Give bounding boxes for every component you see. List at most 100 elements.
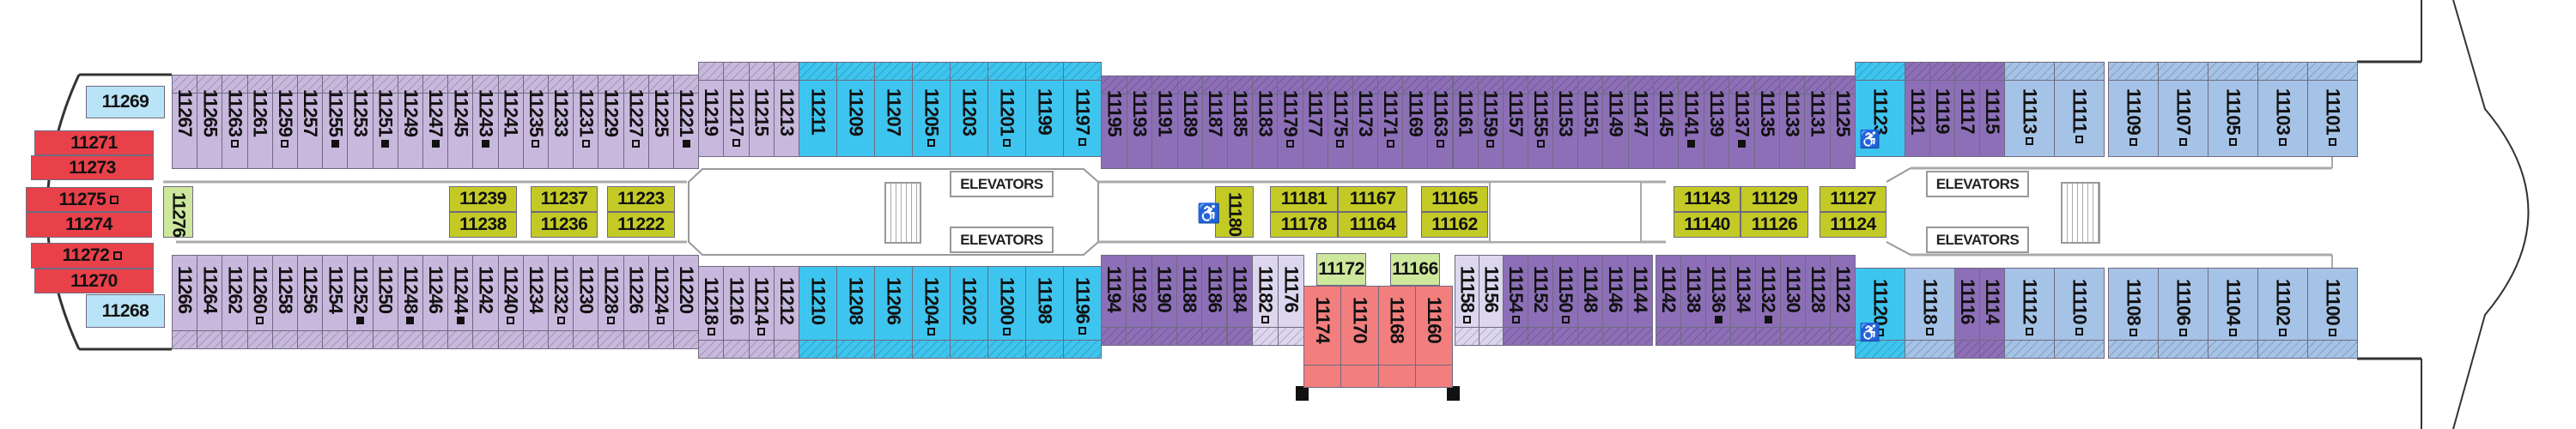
cabin-11179[interactable]: 11179	[1277, 76, 1303, 169]
cabin-11116[interactable]: 11116	[1954, 268, 1980, 359]
cabin-11268[interactable]: 11268	[86, 294, 165, 328]
cabin-11205[interactable]: 11205	[912, 62, 951, 157]
cabin-11208[interactable]: 11208	[836, 266, 875, 359]
cabin-11254[interactable]: 11254	[322, 255, 349, 349]
cabin-11222[interactable]: 11222	[607, 212, 675, 238]
cabin-11196[interactable]: 11196	[1063, 266, 1102, 359]
cabin-11161[interactable]: 11161	[1452, 76, 1479, 169]
cabin-11185[interactable]: 11185	[1227, 76, 1254, 169]
cabin-11188[interactable]: 11188	[1176, 255, 1203, 346]
cabin-11193[interactable]: 11193	[1126, 76, 1152, 169]
cabin-11241[interactable]: 11241	[497, 75, 524, 169]
cabin-11263[interactable]: 11263	[222, 75, 248, 169]
cabin-11141[interactable]: 11141	[1678, 76, 1704, 169]
cabin-11224[interactable]: 11224	[647, 255, 674, 349]
cabin-11120[interactable]: 11120♿	[1855, 268, 1905, 359]
cabin-11149[interactable]: 11149	[1602, 76, 1629, 169]
cabin-11252[interactable]: 11252	[347, 255, 374, 349]
cabin-11115[interactable]: 11115	[1979, 62, 2005, 157]
cabin-11259[interactable]: 11259	[271, 75, 298, 169]
cabin-11140[interactable]: 11140	[1674, 212, 1741, 238]
cabin-11223[interactable]: 11223	[607, 186, 675, 212]
cabin-11218[interactable]: 11218	[698, 266, 725, 359]
cabin-11124[interactable]: 11124	[1820, 212, 1886, 238]
cabin-11198[interactable]: 11198	[1025, 266, 1064, 359]
cabin-11213[interactable]: 11213	[773, 62, 800, 157]
cabin-11189[interactable]: 11189	[1176, 76, 1203, 169]
cabin-11215[interactable]: 11215	[748, 62, 775, 157]
cabin-11194[interactable]: 11194	[1101, 255, 1127, 346]
cabin-11112[interactable]: 11112	[2004, 268, 2055, 359]
cabin-11203[interactable]: 11203	[950, 62, 988, 157]
cabin-11230[interactable]: 11230	[573, 255, 599, 349]
cabin-11226[interactable]: 11226	[623, 255, 649, 349]
cabin-11106[interactable]: 11106	[2158, 268, 2208, 359]
cabin-11132[interactable]: 11132	[1755, 255, 1781, 346]
cabin-11119[interactable]: 11119	[1929, 62, 1955, 157]
cabin-11169[interactable]: 11169	[1402, 76, 1429, 169]
cabin-11220[interactable]: 11220	[673, 255, 700, 349]
cabin-11143[interactable]: 11143	[1674, 186, 1741, 212]
cabin-11177[interactable]: 11177	[1302, 76, 1328, 169]
cabin-11217[interactable]: 11217	[723, 62, 750, 157]
cabin-11233[interactable]: 11233	[548, 75, 574, 169]
cabin-11269[interactable]: 11269	[86, 86, 165, 118]
cabin-11102[interactable]: 11102	[2257, 268, 2308, 359]
cabin-11229[interactable]: 11229	[598, 75, 624, 169]
cabin-11248[interactable]: 11248	[397, 255, 423, 349]
cabin-11136[interactable]: 11136	[1705, 255, 1731, 346]
cabin-11245[interactable]: 11245	[447, 75, 474, 169]
cabin-11199[interactable]: 11199	[1025, 62, 1064, 157]
cabin-11274[interactable]: 11274	[26, 212, 152, 238]
cabin-11266[interactable]: 11266	[172, 255, 198, 349]
cabin-11180[interactable]: 11180	[1215, 186, 1254, 238]
cabin-11171[interactable]: 11171	[1377, 76, 1404, 169]
cabin-11108[interactable]: 11108	[2108, 268, 2159, 359]
cabin-11114[interactable]: 11114	[1979, 268, 2005, 359]
cabin-11144[interactable]: 11144	[1627, 255, 1653, 346]
cabin-11264[interactable]: 11264	[197, 255, 223, 349]
cabin-11247[interactable]: 11247	[422, 75, 449, 169]
cabin-11176[interactable]: 11176	[1278, 255, 1304, 346]
cabin-11235[interactable]: 11235	[522, 75, 549, 169]
cabin-11164[interactable]: 11164	[1338, 212, 1407, 238]
cabin-11163[interactable]: 11163	[1427, 76, 1454, 169]
cabin-11221[interactable]: 11221	[673, 75, 700, 169]
cabin-11154[interactable]: 11154	[1503, 255, 1528, 346]
cabin-11142[interactable]: 11142	[1656, 255, 1681, 346]
cabin-11276[interactable]: 11276	[163, 186, 193, 238]
cabin-11202[interactable]: 11202	[950, 266, 988, 359]
cabin-11271[interactable]: 11271	[34, 130, 154, 155]
cabin-11253[interactable]: 11253	[347, 75, 374, 169]
cabin-11209[interactable]: 11209	[836, 62, 875, 157]
cabin-11118[interactable]: 11118	[1905, 268, 1955, 359]
cabin-11134[interactable]: 11134	[1730, 255, 1756, 346]
cabin-11101[interactable]: 11101	[2307, 62, 2358, 157]
cabin-11103[interactable]: 11103	[2257, 62, 2308, 157]
cabin-11256[interactable]: 11256	[297, 255, 324, 349]
cabin-11195[interactable]: 11195	[1101, 76, 1127, 169]
cabin-11129[interactable]: 11129	[1741, 186, 1808, 212]
cabin-11155[interactable]: 11155	[1527, 76, 1554, 169]
cabin-11267[interactable]: 11267	[172, 75, 198, 169]
cabin-11168[interactable]: 11168	[1377, 286, 1416, 388]
cabin-11236[interactable]: 11236	[531, 212, 598, 238]
cabin-11243[interactable]: 11243	[472, 75, 499, 169]
cabin-11206[interactable]: 11206	[874, 266, 913, 359]
cabin-11131[interactable]: 11131	[1804, 76, 1831, 169]
cabin-11110[interactable]: 11110	[2054, 268, 2105, 359]
cabin-11237[interactable]: 11237	[531, 186, 598, 212]
cabin-11123[interactable]: 11123♿	[1855, 62, 1905, 157]
cabin-11182[interactable]: 11182	[1252, 255, 1279, 346]
cabin-11238[interactable]: 11238	[449, 212, 517, 238]
cabin-11211[interactable]: 11211	[799, 62, 837, 157]
cabin-11183[interactable]: 11183	[1252, 76, 1279, 169]
cabin-11228[interactable]: 11228	[598, 255, 624, 349]
cabin-11246[interactable]: 11246	[422, 255, 449, 349]
cabin-11204[interactable]: 11204	[912, 266, 951, 359]
cabin-11148[interactable]: 11148	[1577, 255, 1603, 346]
cabin-11234[interactable]: 11234	[522, 255, 549, 349]
cabin-11139[interactable]: 11139	[1703, 76, 1730, 169]
cabin-11121[interactable]: 11121	[1905, 62, 1930, 157]
cabin-11249[interactable]: 11249	[397, 75, 423, 169]
